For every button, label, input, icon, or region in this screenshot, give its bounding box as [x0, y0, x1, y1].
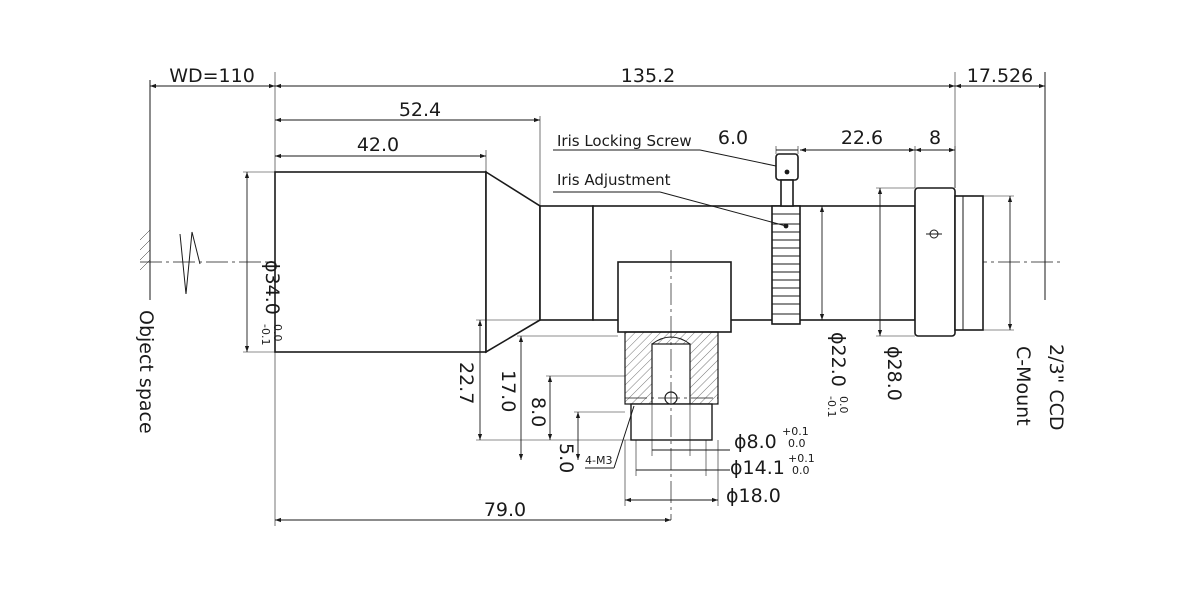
dim-body-diameter-tol-upper: 0.0: [837, 396, 850, 414]
dim-bore-d14-tol-lower: 0.0: [792, 464, 810, 477]
label-sensor: 2/3" CCD: [1045, 344, 1067, 431]
mount-boss: [617, 261, 732, 333]
label-object-space: Object space: [135, 310, 157, 434]
dim-bore-d8: ϕ8.0: [734, 431, 777, 453]
dim-rear-length: 22.6: [841, 127, 883, 149]
taper-section: [485, 170, 541, 354]
label-iris-adjustment: Iris Adjustment: [557, 171, 671, 189]
dim-body-diameter: ϕ22.0: [827, 332, 849, 387]
dim-height-8-0: 8.0: [527, 397, 549, 427]
front-barrel: [274, 171, 487, 353]
dim-height-22-7: 22.7: [455, 362, 477, 404]
iris-locking-screw: [775, 153, 799, 207]
dim-bore-d8-tol-lower: 0.0: [788, 437, 806, 450]
dim-front-diameter-tol-lower: -0.1: [259, 324, 272, 345]
dim-front-diameter: ϕ34.0: [261, 260, 283, 315]
dim-mount-length: 8: [929, 127, 941, 149]
dim-rear-diameter: ϕ28.0: [883, 346, 905, 401]
lower-flange: [630, 403, 713, 441]
dim-barrel-length: 42.0: [357, 134, 399, 156]
dim-bore-d18: ϕ18.0: [726, 485, 781, 507]
dim-front-diameter-tol-upper: 0.0: [271, 324, 284, 342]
dim-total-length: 135.2: [621, 65, 675, 87]
dim-offset-79: 79.0: [484, 499, 526, 521]
dim-front-length: 52.4: [399, 99, 441, 121]
c-mount-flange: [914, 187, 984, 337]
dim-height-17-0: 17.0: [497, 370, 519, 412]
dim-height-5-0: 5.0: [555, 443, 577, 473]
dim-iris-width: 6.0: [718, 127, 748, 149]
label-iris-locking-screw: Iris Locking Screw: [557, 132, 692, 150]
mount-section-view: [624, 250, 719, 520]
thread-spec: 4-M3: [585, 454, 612, 467]
object-plane: [139, 80, 201, 300]
dim-body-diameter-tol-lower: -0.1: [825, 396, 838, 417]
dim-wd: WD=110: [169, 65, 255, 87]
dim-bore-d8-tol-upper: +0.1: [782, 425, 809, 438]
dim-bore-d14: ϕ14.1: [730, 457, 785, 479]
dim-flange-distance: 17.526: [967, 65, 1033, 87]
dim-bore-d14-tol-upper: +0.1: [788, 452, 815, 465]
label-c-mount: C-Mount: [1012, 346, 1034, 426]
middle-tube: [539, 205, 594, 321]
